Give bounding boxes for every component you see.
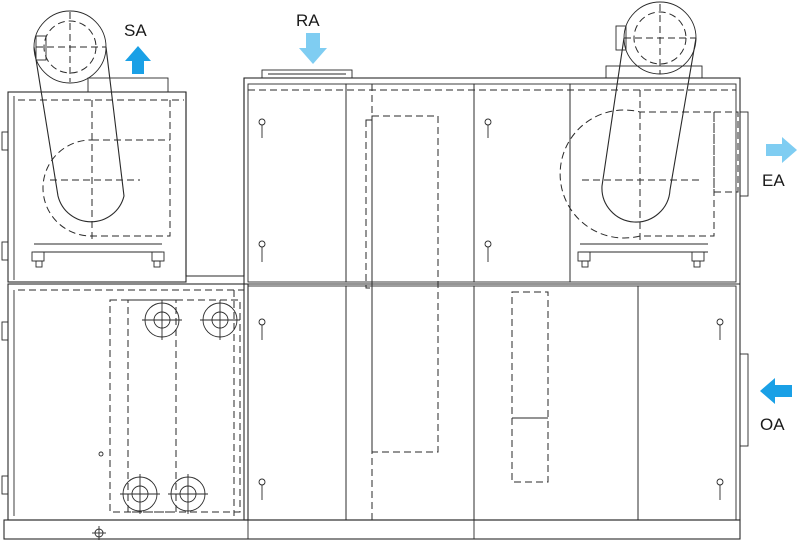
base-frame: [3, 519, 741, 540]
arrow-up-icon: [125, 46, 151, 74]
access-panels: [247, 83, 737, 521]
damper-frame: [511, 291, 549, 483]
supply-belt: [33, 46, 125, 223]
coil-frame: [109, 299, 241, 513]
pipe-connection-icon: [142, 300, 182, 340]
label-return-air: RA: [296, 11, 320, 30]
handle-icon: [258, 478, 266, 500]
arrow-right-icon: [766, 137, 797, 163]
handle-icon: [258, 240, 266, 262]
casing: [1, 77, 741, 540]
handle-icon: [484, 118, 492, 138]
left-upper-section: [7, 91, 187, 283]
return-air-opening: [261, 69, 353, 79]
label-outside-air: OA: [760, 415, 785, 434]
supply-fan-housing: [42, 100, 171, 237]
handle-icon: [484, 240, 492, 262]
motor-base: [87, 77, 169, 93]
door-handles: [258, 118, 724, 500]
label-supply-air: SA: [124, 21, 147, 40]
coil-section: [18, 289, 244, 516]
supply-fan: [18, 10, 184, 268]
drain-symbol-icon: [92, 526, 106, 540]
exhaust-belt: [601, 37, 697, 223]
door-lower-4: [637, 285, 737, 521]
pipe-connection-icon: [168, 474, 208, 514]
exhaust-motor-base: [605, 65, 703, 79]
arrow-left-icon: [760, 378, 792, 404]
handle-icon: [258, 318, 266, 340]
filter-frame: [371, 115, 439, 453]
pipe-connection-icon: [200, 300, 240, 340]
mixing-section: [248, 84, 736, 520]
pipe-connection-icon: [120, 474, 160, 514]
exhaust-fan-housing: [559, 109, 715, 239]
outside-air-inlet: [739, 353, 749, 447]
handle-icon: [258, 118, 266, 138]
exhaust-outlet: [739, 111, 749, 197]
label-exhaust-air: EA: [762, 171, 785, 190]
arrow-down-icon: [299, 33, 327, 64]
handle-icon: [716, 478, 724, 500]
casing-step: [185, 78, 245, 277]
door-upper-1: [247, 83, 347, 283]
main-casing: [243, 77, 741, 521]
handle-icon: [716, 318, 724, 340]
exhaust-fan: [559, 1, 749, 268]
